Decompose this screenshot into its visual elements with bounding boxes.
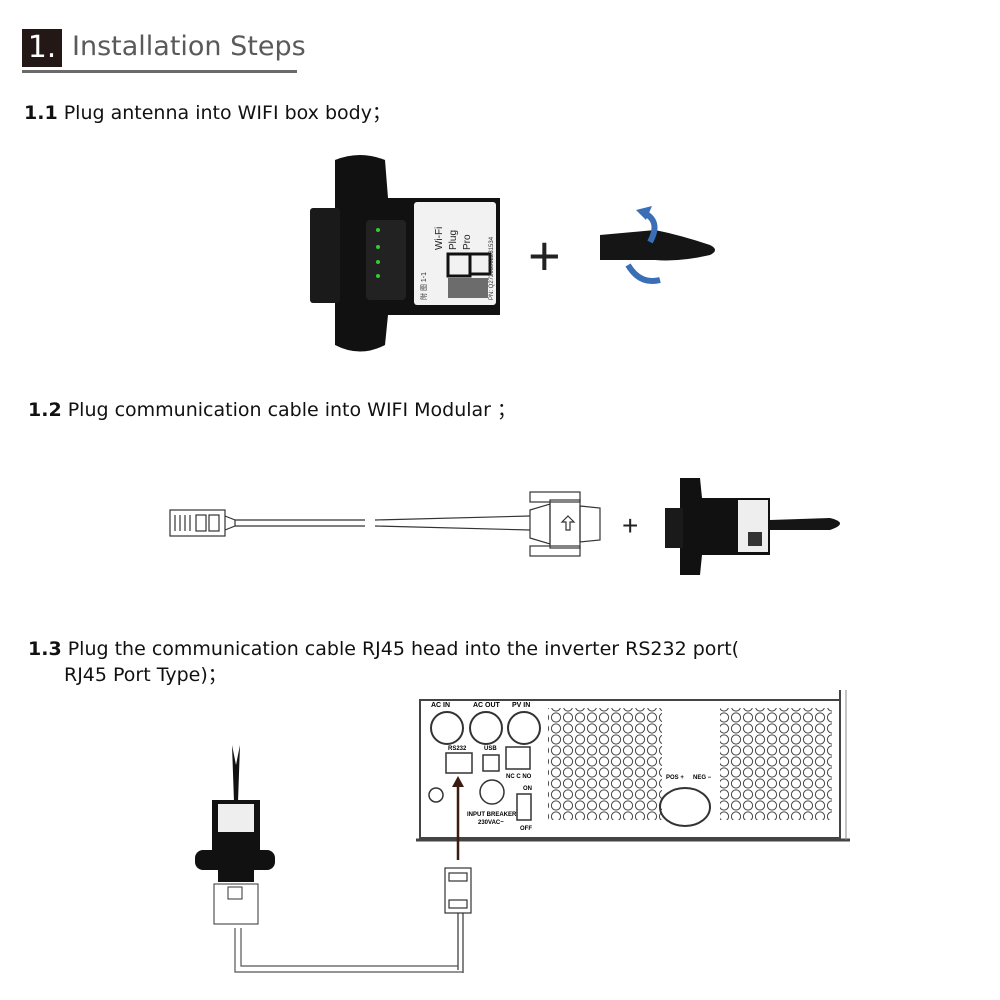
ac-in-label: AC IN: [431, 702, 450, 709]
step-1-3-continued: RJ45 Port Type)；: [64, 664, 227, 686]
inverter-connection-illustration: AC IN AC OUT PV IN RS232 USB NC C NO INP…: [195, 690, 850, 973]
relay-terminal: [505, 746, 531, 770]
rs232-label: RS232: [448, 746, 467, 752]
db9-connector: [529, 491, 601, 557]
ac-out-label: AC OUT: [473, 702, 501, 709]
plus-sign: +: [622, 510, 638, 541]
antenna-image: [600, 206, 715, 284]
step-text: Plug the communication cable RJ45 head i…: [67, 638, 740, 660]
pos-label: POS +: [666, 775, 684, 781]
pv-in-label: PV IN: [512, 702, 530, 709]
wifi-box-image: Wi-Fi Plug Pro PN: Q27203902231534 附 图 1…: [310, 155, 500, 352]
wifi-box-antenna-illustration: Wi-Fi Plug Pro PN: Q27203902231534 附 图 1…: [310, 155, 715, 352]
step-number: 1.1: [24, 102, 58, 124]
fan-grill-right: [720, 708, 832, 820]
step-1-2: 1.2 Plug communication cable into WIFI M…: [28, 397, 516, 423]
wifi-pn-text: PN: Q27203902231534: [489, 236, 495, 300]
wifi-module-vertical: [195, 745, 275, 925]
step-1-1: 1.1 Plug antenna into WIFI box body；: [24, 100, 391, 126]
step-number: 1.2: [28, 399, 62, 421]
section-title: Installation Steps: [72, 31, 306, 62]
usb-label: USB: [484, 746, 497, 752]
power-switch: [516, 793, 532, 821]
rj45-plug: [444, 867, 472, 973]
usb-port: [482, 754, 500, 772]
switch-on-label: ON: [523, 786, 532, 792]
relay-label: NC C NO: [506, 774, 532, 780]
plus-sign: +: [528, 224, 561, 287]
rj45-connector: [169, 509, 236, 537]
ground-icon: [428, 787, 444, 803]
neg-label: NEG −: [693, 775, 712, 781]
fan-grill-left: [548, 708, 662, 820]
step-text: Plug antenna into WIFI box body；: [63, 102, 391, 124]
step-number: 1.3: [28, 638, 62, 660]
wifi-side-text: 附 图 1-1: [419, 272, 428, 300]
breaker-rating-label: 230VAC~: [478, 820, 504, 826]
cable-arrow: [452, 776, 464, 860]
switch-off-label: OFF: [520, 826, 532, 832]
cable-illustration: +: [169, 478, 840, 575]
title-underline: [22, 70, 297, 73]
reset-button: [479, 779, 505, 805]
rs232-port: [445, 752, 473, 774]
inverter-panel: AC IN AC OUT PV IN RS232 USB NC C NO INP…: [416, 690, 850, 842]
step-1-3: 1.3 Plug the communication cable RJ45 he…: [28, 636, 739, 662]
wifi-label-text: Plug: [448, 230, 459, 250]
wifi-label-text: Pro: [462, 234, 473, 250]
section-number: 1.: [22, 29, 62, 67]
breaker-label: INPUT BREAKER: [467, 812, 517, 818]
wifi-module-with-antenna: [665, 478, 840, 575]
wifi-label-text: Wi-Fi: [434, 227, 445, 250]
step-text: Plug communication cable into WIFI Modul…: [67, 399, 517, 421]
